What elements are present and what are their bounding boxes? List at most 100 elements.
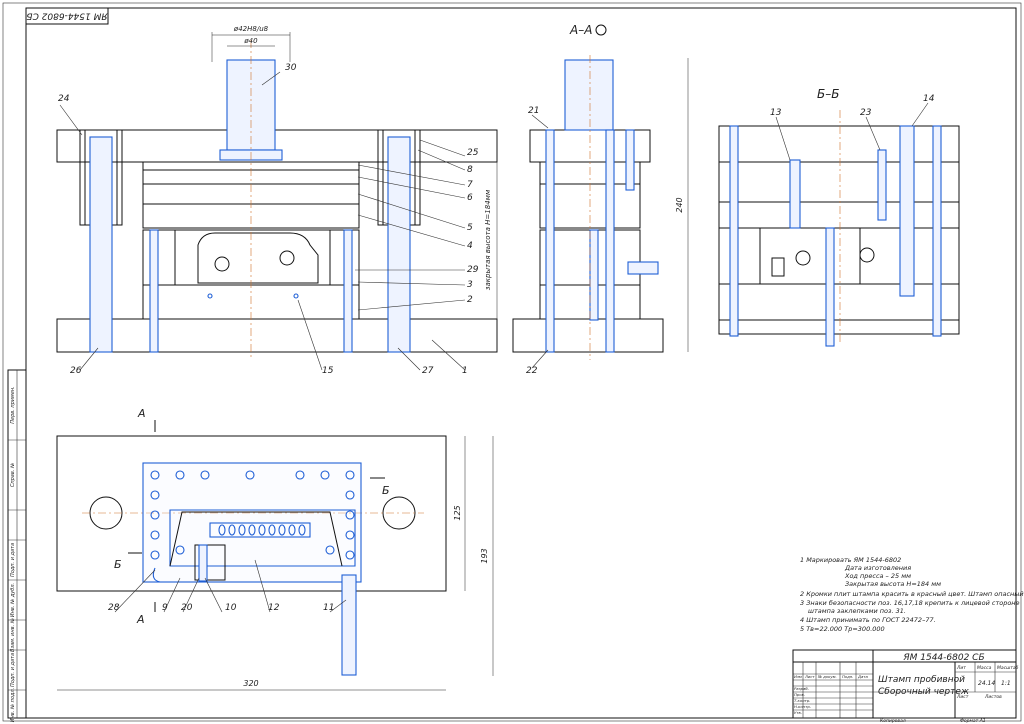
- callout-13: 13: [770, 108, 782, 118]
- callout-3: 3: [467, 280, 473, 290]
- title-aa: А–А: [569, 23, 592, 37]
- side-stamp-3: Подп. и дата: [10, 543, 16, 577]
- bolt-hole: [345, 470, 355, 480]
- callout-1: 1: [462, 366, 468, 376]
- callout-5: 5: [467, 223, 473, 233]
- callout-25: 25: [467, 148, 479, 158]
- plan-bolt-holes: [150, 470, 355, 560]
- tb-format: Формат А1: [960, 718, 986, 724]
- side-stamp: Перв. примен. Справ. № Подп. и дата Инв.…: [7, 369, 27, 723]
- tb-role-5: Утв.: [794, 710, 802, 715]
- bolt-hole: [245, 470, 255, 480]
- tb-role-1: Разраб.: [794, 686, 809, 691]
- callout-7: 7: [467, 180, 473, 190]
- perforation-hole: [278, 524, 286, 536]
- note-4: 4 Штамп принимать по ГОСТ 22472–77.: [800, 616, 936, 624]
- side-stamp-2: Справ. №: [10, 463, 16, 487]
- callout-20: 20: [181, 603, 193, 613]
- perforation-hole: [268, 524, 276, 536]
- section-bb-view: [718, 102, 960, 347]
- perforation-hole: [288, 524, 296, 536]
- callout-8: 8: [467, 165, 473, 175]
- cut-b-left: Б: [114, 558, 122, 571]
- dim-40: ø40: [243, 37, 258, 45]
- callout-14: 14: [923, 94, 935, 104]
- front-section-view: [56, 32, 498, 360]
- tb-code: ЯМ 1544-6802 СБ: [902, 653, 984, 663]
- tb-left-doc: № докум.: [817, 674, 837, 679]
- callout-22: 22: [526, 366, 538, 376]
- callout-12: 12: [268, 603, 280, 613]
- rotated-code: ЯМ 1544-6802 СБ: [26, 11, 108, 21]
- tb-sheets: Листов: [984, 694, 1002, 700]
- bolt-hole: [295, 470, 305, 480]
- note-2: 2 Кромки плит штампа красить в красный ц…: [800, 590, 1024, 598]
- side-stamp-6: Подп. и дата: [10, 653, 16, 687]
- callout-10: 10: [225, 603, 237, 613]
- dim-fit: ø42H8/u8: [233, 25, 269, 33]
- side-stamp-1: Перв. примен.: [10, 386, 16, 424]
- tb-left-list: Лист: [804, 674, 815, 679]
- rotated-code-box: ЯМ 1544-6802 СБ: [25, 7, 109, 25]
- callout-30: 30: [285, 63, 297, 73]
- bolt-hole: [175, 470, 185, 480]
- tb-role-2: Пров.: [794, 692, 805, 697]
- tb-scale: 1:1: [1001, 680, 1011, 687]
- callout-28: 28: [108, 603, 120, 613]
- front-callouts: [59, 71, 466, 371]
- tb-sheet: Лист: [956, 694, 969, 700]
- bolt-hole: [150, 490, 160, 500]
- side-stamp-5: Взам. инв. №: [10, 618, 16, 652]
- callout-4: 4: [467, 241, 473, 251]
- title-block: [792, 649, 1017, 719]
- perforation-hole: [218, 524, 226, 536]
- callout-6: 6: [467, 193, 473, 203]
- tb-name-2: Сборочный чертеж: [878, 687, 970, 697]
- section-aa-view: [512, 55, 689, 369]
- bolt-hole: [200, 470, 210, 480]
- dim-125: 125: [453, 505, 462, 520]
- tb-col-lit: Лит: [956, 665, 966, 671]
- bolt-hole: [150, 470, 160, 480]
- tb-role-3: Т.контр.: [794, 698, 810, 703]
- note-1b: Ход пресса – 25 мм: [844, 572, 911, 580]
- tb-col-mass: Масса: [977, 665, 992, 671]
- cut-a-bottom: А: [136, 613, 145, 626]
- tb-role-4: Н.контр.: [794, 704, 811, 709]
- note-1c: Закрытая высота Н=184 мм: [845, 580, 941, 588]
- callout-21: 21: [528, 106, 539, 116]
- bolt-hole: [345, 550, 355, 560]
- tb-col-scale: Масштаб: [997, 665, 1019, 671]
- callout-26: 26: [70, 366, 82, 376]
- tb-left-date: Дата: [857, 674, 869, 679]
- tb-left-izm: Изм: [794, 674, 802, 679]
- side-stamp-4: Инв. № дубл.: [10, 583, 16, 617]
- title-bb: Б–Б: [817, 87, 839, 101]
- bolt-hole: [150, 530, 160, 540]
- note-1a: Дата изготовления: [844, 564, 911, 572]
- cut-a-top: А: [137, 407, 146, 420]
- side-stamp-7: Инв. № подл.: [10, 688, 16, 723]
- bolt-hole: [325, 545, 335, 555]
- perforation-hole: [228, 524, 236, 536]
- bolt-hole: [345, 510, 355, 520]
- note-3a: штампа заклепками поз. 31.: [808, 607, 906, 615]
- inner-frame: [25, 7, 1017, 719]
- bolt-hole: [150, 550, 160, 560]
- dim-193: 193: [480, 548, 489, 563]
- tb-name-1: Штамп пробивной: [878, 675, 965, 685]
- callout-29: 29: [467, 265, 479, 275]
- tb-left-sign: Подп.: [842, 674, 854, 679]
- tb-mass: 24.14: [978, 680, 995, 687]
- perforation-hole: [298, 524, 306, 536]
- cut-b-right: Б: [382, 484, 390, 497]
- bolt-hole: [175, 545, 185, 555]
- callout-2: 2: [467, 295, 473, 305]
- callout-11: 11: [323, 603, 334, 613]
- perforation-hole: [258, 524, 266, 536]
- dim-320: 320: [243, 679, 258, 688]
- bolt-hole: [150, 510, 160, 520]
- note-5: 5 Тв=22.000 Тр=300.000: [800, 625, 885, 633]
